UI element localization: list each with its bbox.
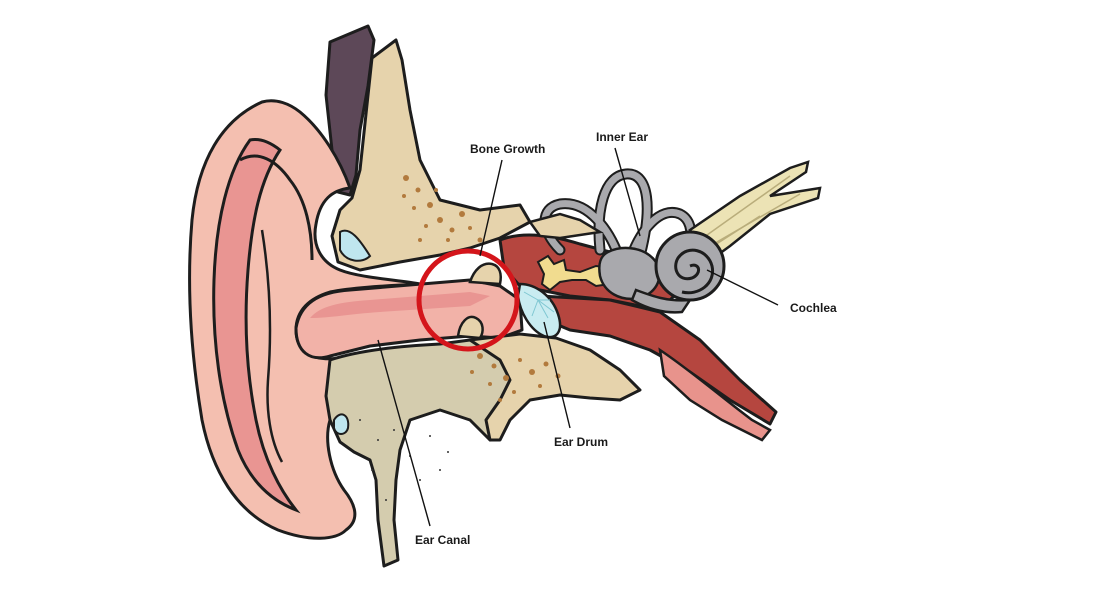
bone-growth-label: Bone Growth bbox=[470, 142, 545, 156]
tissue-dots bbox=[359, 419, 449, 501]
bone-growth-upper bbox=[468, 262, 502, 286]
ear-drum-lines bbox=[523, 291, 555, 319]
cochlea-base bbox=[630, 288, 693, 314]
inner-ear-label: Inner Ear bbox=[596, 130, 648, 144]
bone-growth-leader bbox=[479, 159, 503, 257]
temporal-bone-upper bbox=[330, 38, 532, 272]
cochlea-label: Cochlea bbox=[790, 301, 837, 315]
eustachian-tube bbox=[538, 294, 778, 426]
cochlea-shape bbox=[654, 230, 726, 302]
ear-drum bbox=[516, 282, 562, 339]
bone-speckles-upper bbox=[402, 175, 483, 243]
ear-canal-leader bbox=[377, 339, 431, 527]
bone-speckles-lower bbox=[470, 353, 561, 402]
ear-drum-label: Ear Drum bbox=[554, 435, 608, 449]
fluid-blob-upper bbox=[339, 229, 372, 262]
auricle-fold-inner bbox=[239, 154, 314, 261]
fluid-blob-lower bbox=[333, 413, 350, 435]
inner-ear-bone-rim bbox=[527, 212, 604, 240]
cartilage-strip bbox=[324, 24, 376, 197]
ear-drum-leader bbox=[543, 321, 571, 429]
inner-ear-leader bbox=[614, 147, 641, 237]
vestibule bbox=[598, 246, 661, 301]
bone-growth-lower bbox=[456, 315, 484, 340]
ear-canal-shade bbox=[310, 292, 490, 318]
auricle-fold-ridge bbox=[260, 229, 284, 463]
auricle-fold-outer bbox=[212, 138, 301, 514]
cochlea-leader bbox=[706, 269, 779, 306]
eustachian-tube-lining bbox=[658, 347, 772, 442]
temporal-bone-lower bbox=[468, 332, 642, 442]
ear-canal-label: Ear Canal bbox=[415, 533, 470, 547]
red-circle-highlight bbox=[416, 248, 520, 352]
